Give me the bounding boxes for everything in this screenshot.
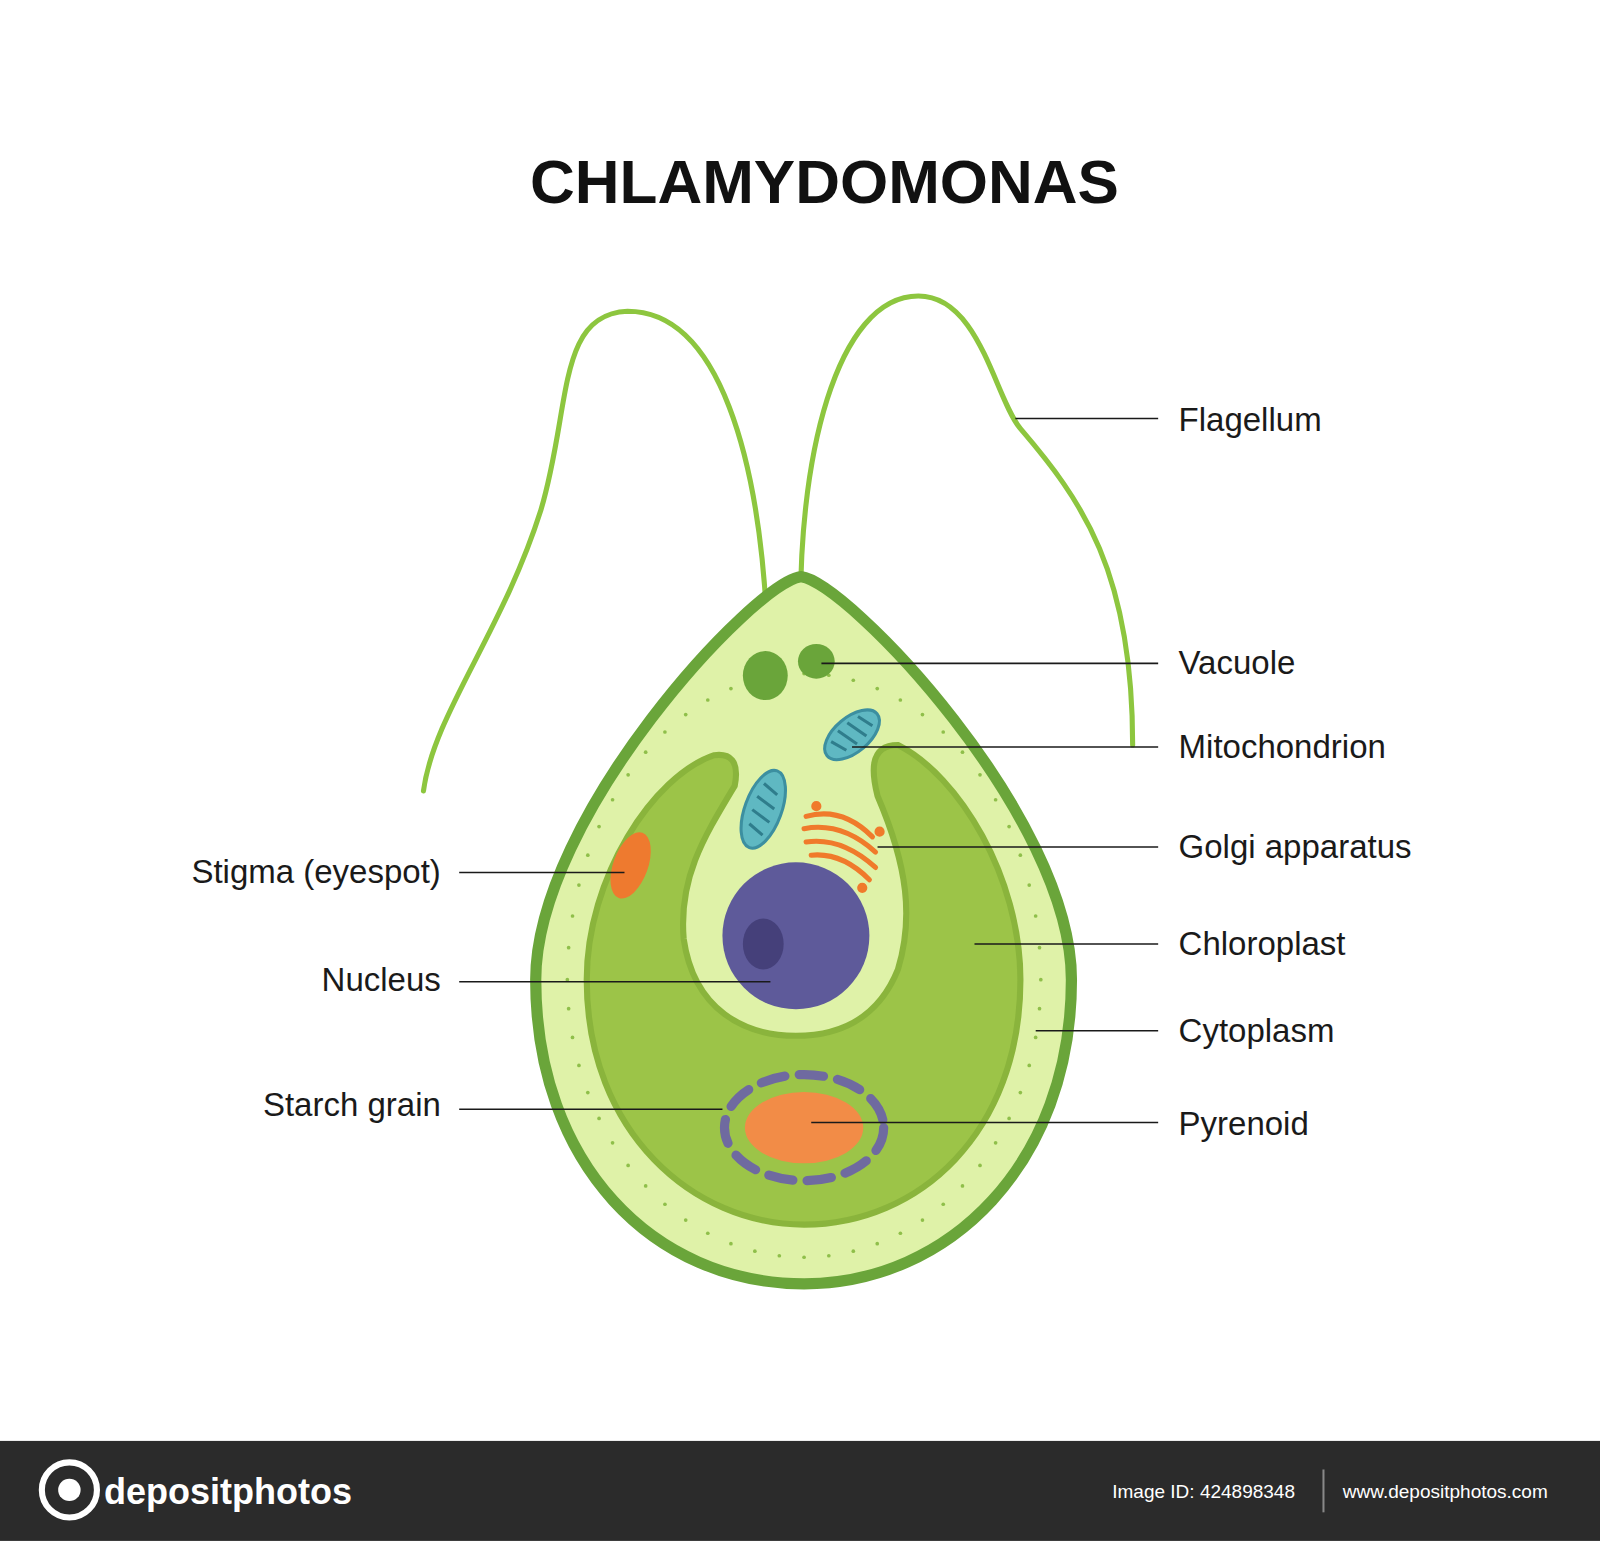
footer-divider — [1322, 1469, 1324, 1512]
part-label: Stigma (eyespot) — [191, 853, 440, 891]
nucleolus-shape — [743, 918, 784, 969]
leader-lines — [459, 418, 1158, 1122]
logo-dot — [58, 1479, 80, 1501]
starch-grains — [724, 1075, 883, 1181]
part-label: Golgi apparatus — [1179, 828, 1412, 866]
cell-wall — [536, 577, 1072, 1284]
mitochondrion-shape — [732, 765, 794, 854]
logo-ring — [42, 1462, 97, 1517]
part-label: Mitochondrion — [1179, 728, 1386, 766]
pyrenoid-shape — [745, 1092, 863, 1163]
image-id: Image ID: 424898348 — [1112, 1481, 1295, 1503]
part-label: Vacuole — [1179, 644, 1296, 682]
watermark-url: www.depositphotos.com — [1343, 1481, 1548, 1503]
vacuole-shape — [743, 651, 788, 700]
cytoplasm-dots — [566, 672, 1043, 1259]
part-label: Nucleus — [322, 961, 441, 999]
nucleus-shape — [722, 862, 869, 1009]
part-label: Chloroplast — [1179, 925, 1346, 963]
part-label: Cytoplasm — [1179, 1012, 1335, 1050]
footer-bar — [0, 1441, 1600, 1541]
diagram-title: CHLAMYDOMONAS — [530, 146, 1119, 217]
mitochondrion-shape — [816, 701, 888, 770]
watermark-logo: depositphotos — [104, 1471, 352, 1512]
part-label: Pyrenoid — [1179, 1106, 1309, 1144]
vacuole-shape — [798, 644, 835, 679]
chloroplast-shape — [587, 745, 1021, 1225]
part-label: Flagellum — [1179, 401, 1322, 439]
part-label: Starch grain — [263, 1086, 441, 1124]
stigma-shape — [602, 827, 658, 904]
